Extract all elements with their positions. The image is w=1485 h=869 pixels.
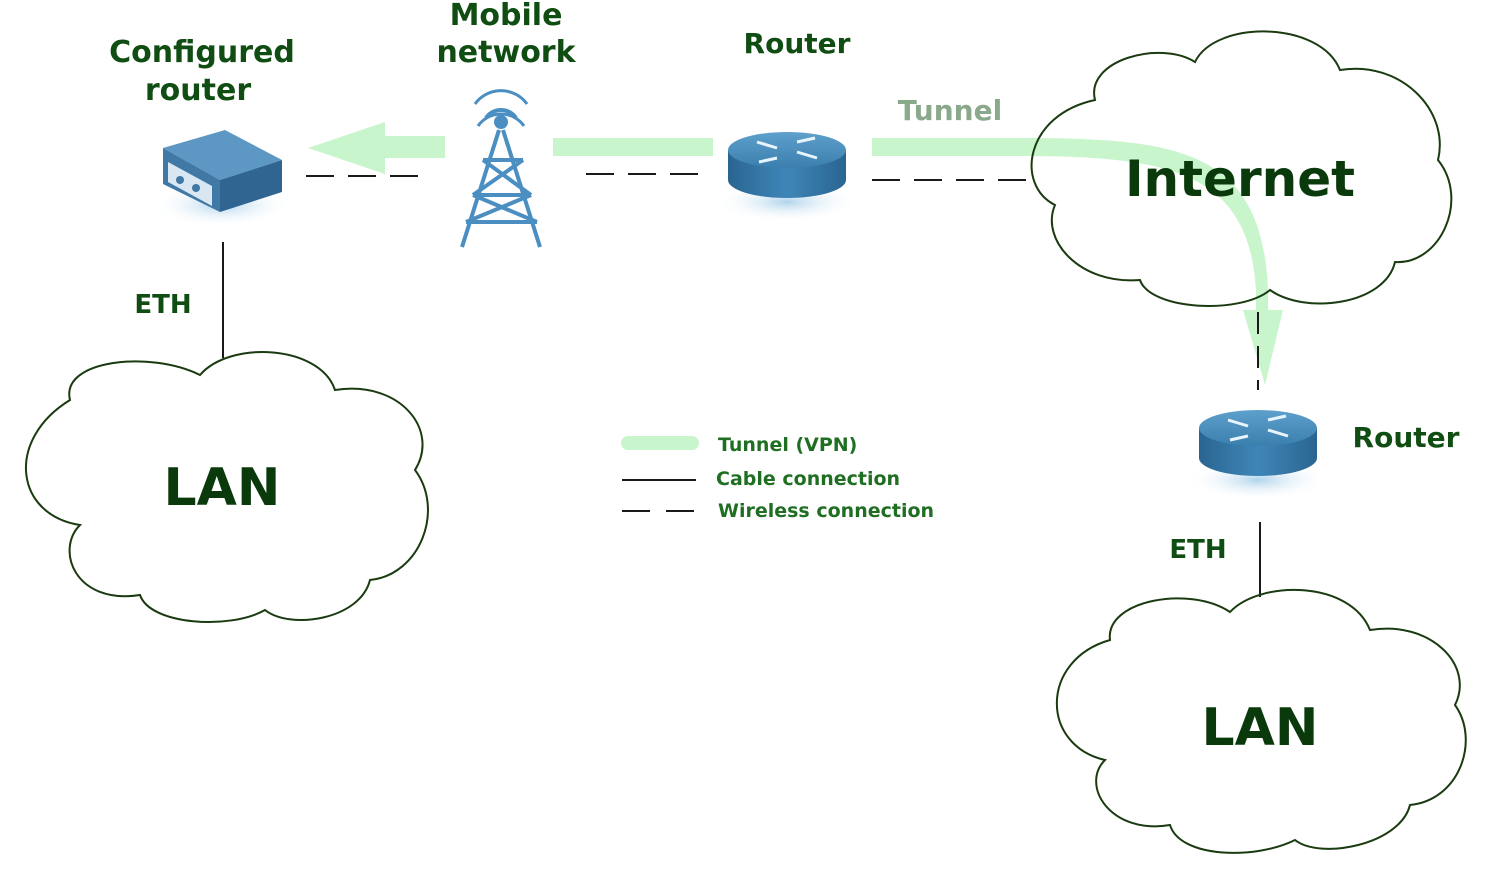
legend: Tunnel (VPN) Cable connection Wireless c… — [621, 434, 934, 522]
eth-left-label: ETH — [134, 290, 191, 320]
legend-cable-label: Cable connection — [716, 468, 900, 490]
router-top-icon — [715, 132, 859, 222]
router-top-label: Router — [744, 27, 851, 60]
cell-tower-icon — [460, 89, 542, 248]
router-right-icon — [1186, 410, 1330, 500]
lan-right-cloud — [1055, 588, 1467, 854]
router-right-label: Router — [1353, 421, 1460, 454]
tunnel-arrow — [308, 122, 1283, 385]
configured-router-label: Configured — [109, 35, 295, 70]
legend-wireless-label: Wireless connection — [718, 500, 934, 522]
lan-left-label: LAN — [164, 458, 281, 518]
configured-router-label-2: router — [145, 73, 251, 108]
internet-label: Internet — [1125, 150, 1355, 208]
mobile-network-label: Mobile — [450, 0, 563, 33]
mobile-network-label-2: network — [436, 35, 576, 70]
eth-right-label: ETH — [1169, 535, 1226, 565]
configured-router-icon — [152, 130, 292, 227]
internet-cloud — [1030, 30, 1453, 307]
lan-left-cloud — [24, 351, 429, 623]
legend-tunnel-label: Tunnel (VPN) — [718, 434, 857, 456]
tunnel-label: Tunnel — [898, 94, 1002, 127]
lan-right-label: LAN — [1202, 698, 1319, 758]
